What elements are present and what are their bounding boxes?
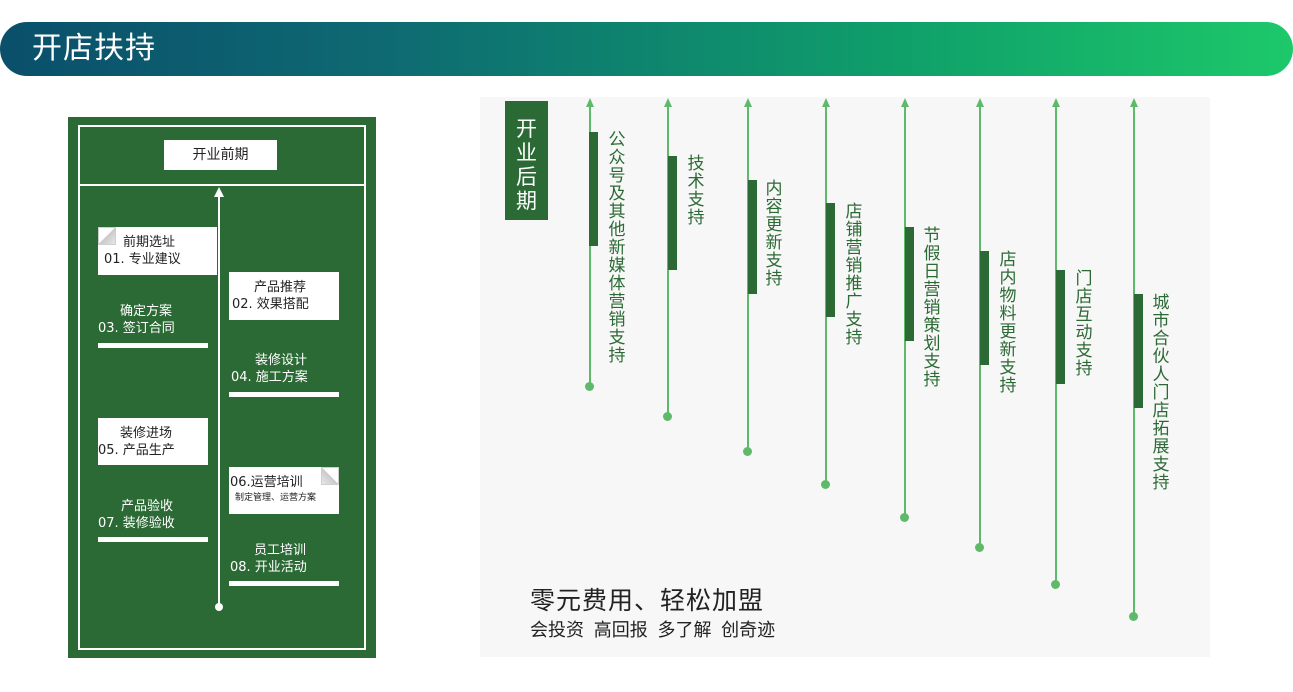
column-bar xyxy=(980,251,989,365)
column-end-dot xyxy=(743,447,752,456)
support-item-5: 节假日营销策划支持 xyxy=(923,226,941,390)
pre-open-board: 开业前期 前期选址 01. 专业建议 产品推荐 02. 效果搭配 确定方案 03… xyxy=(68,117,376,658)
board-divider xyxy=(78,184,366,186)
step-02-title: 产品推荐 xyxy=(254,280,307,295)
timeline-end-dot xyxy=(215,603,223,611)
page-title: 开店扶持 xyxy=(32,31,156,66)
step-07-sub: 07. 装修验收 xyxy=(98,516,175,531)
arrow-up-icon xyxy=(1052,98,1060,107)
column-bar xyxy=(748,180,757,294)
step-07-underline xyxy=(98,537,208,542)
arrow-up-icon xyxy=(744,98,752,107)
support-item-6: 店内物料更新支持 xyxy=(999,250,1017,396)
arrow-up-icon xyxy=(976,98,984,107)
timeline-arrow-icon xyxy=(214,187,224,197)
pre-open-title: 开业前期 xyxy=(164,140,277,170)
column-bar xyxy=(905,227,914,341)
column-end-dot xyxy=(821,480,830,489)
column-bar xyxy=(1056,270,1065,384)
column-bar xyxy=(826,203,835,317)
column-end-dot xyxy=(1051,580,1060,589)
step-01-title: 前期选址 xyxy=(123,235,176,250)
step-04-title: 装修设计 xyxy=(255,353,308,368)
step-01-box: 前期选址 01. 专业建议 xyxy=(98,227,217,275)
post-open-title: 开业后期 xyxy=(505,101,548,220)
page-fold-icon xyxy=(321,467,339,485)
support-item-1: 公众号及其他新媒体营销支持 xyxy=(608,130,626,366)
step-03-sub: 03. 签订合同 xyxy=(98,321,175,336)
step-04-underline xyxy=(229,392,339,397)
header-banner: 开店扶持 xyxy=(0,22,1293,76)
step-05-box: 装修进场 05. 产品生产 xyxy=(98,418,208,465)
board-frame xyxy=(78,125,366,650)
step-05-sub: 05. 产品生产 xyxy=(98,443,175,458)
column-end-dot xyxy=(1129,612,1138,621)
step-08-title: 员工培训 xyxy=(254,543,307,558)
step-06-box: 06.运营培训 制定管理、运营方案 xyxy=(229,467,339,514)
arrow-up-icon xyxy=(664,98,672,107)
column-bar xyxy=(668,156,677,270)
step-06-title: 06.运营培训 xyxy=(230,475,303,490)
step-08-underline xyxy=(229,581,339,586)
slogan-main: 零元费用、轻松加盟 xyxy=(530,586,765,615)
step-02-sub: 02. 效果搭配 xyxy=(232,297,309,312)
support-item-7: 门店互动支持 xyxy=(1075,269,1093,379)
timeline-line xyxy=(218,195,220,607)
arrow-up-icon xyxy=(822,98,830,107)
step-04-sub: 04. 施工方案 xyxy=(231,370,308,385)
column-bar xyxy=(589,132,598,246)
support-item-8: 城市合伙人门店拓展支持 xyxy=(1152,293,1170,493)
step-08-sub: 08. 开业活动 xyxy=(230,560,307,575)
step-05-title: 装修进场 xyxy=(120,426,173,441)
page-fold-icon xyxy=(98,227,116,245)
step-01-sub: 01. 专业建议 xyxy=(104,252,181,267)
column-end-dot xyxy=(975,543,984,552)
arrow-up-icon xyxy=(901,98,909,107)
column-bar xyxy=(1134,294,1143,408)
post-open-title-text: 开业后期 xyxy=(516,117,537,213)
column-end-dot xyxy=(900,513,909,522)
step-03-title: 确定方案 xyxy=(120,304,173,319)
step-07-title: 产品验收 xyxy=(121,499,174,514)
step-03-underline xyxy=(98,343,208,348)
arrow-up-icon xyxy=(586,98,594,107)
arrow-up-icon xyxy=(1130,98,1138,107)
column-end-dot xyxy=(663,412,672,421)
step-02-box: 产品推荐 02. 效果搭配 xyxy=(229,272,339,320)
support-item-2: 技术支持 xyxy=(687,154,705,228)
step-06-sub: 制定管理、运营方案 xyxy=(235,493,317,503)
column-end-dot xyxy=(585,382,594,391)
support-item-4: 店铺营销推广支持 xyxy=(845,202,863,348)
slogan-sub: 会投资 高回报 多了解 创奇迹 xyxy=(530,620,776,641)
post-open-panel xyxy=(480,97,1210,657)
support-item-3: 内容更新支持 xyxy=(765,179,783,289)
